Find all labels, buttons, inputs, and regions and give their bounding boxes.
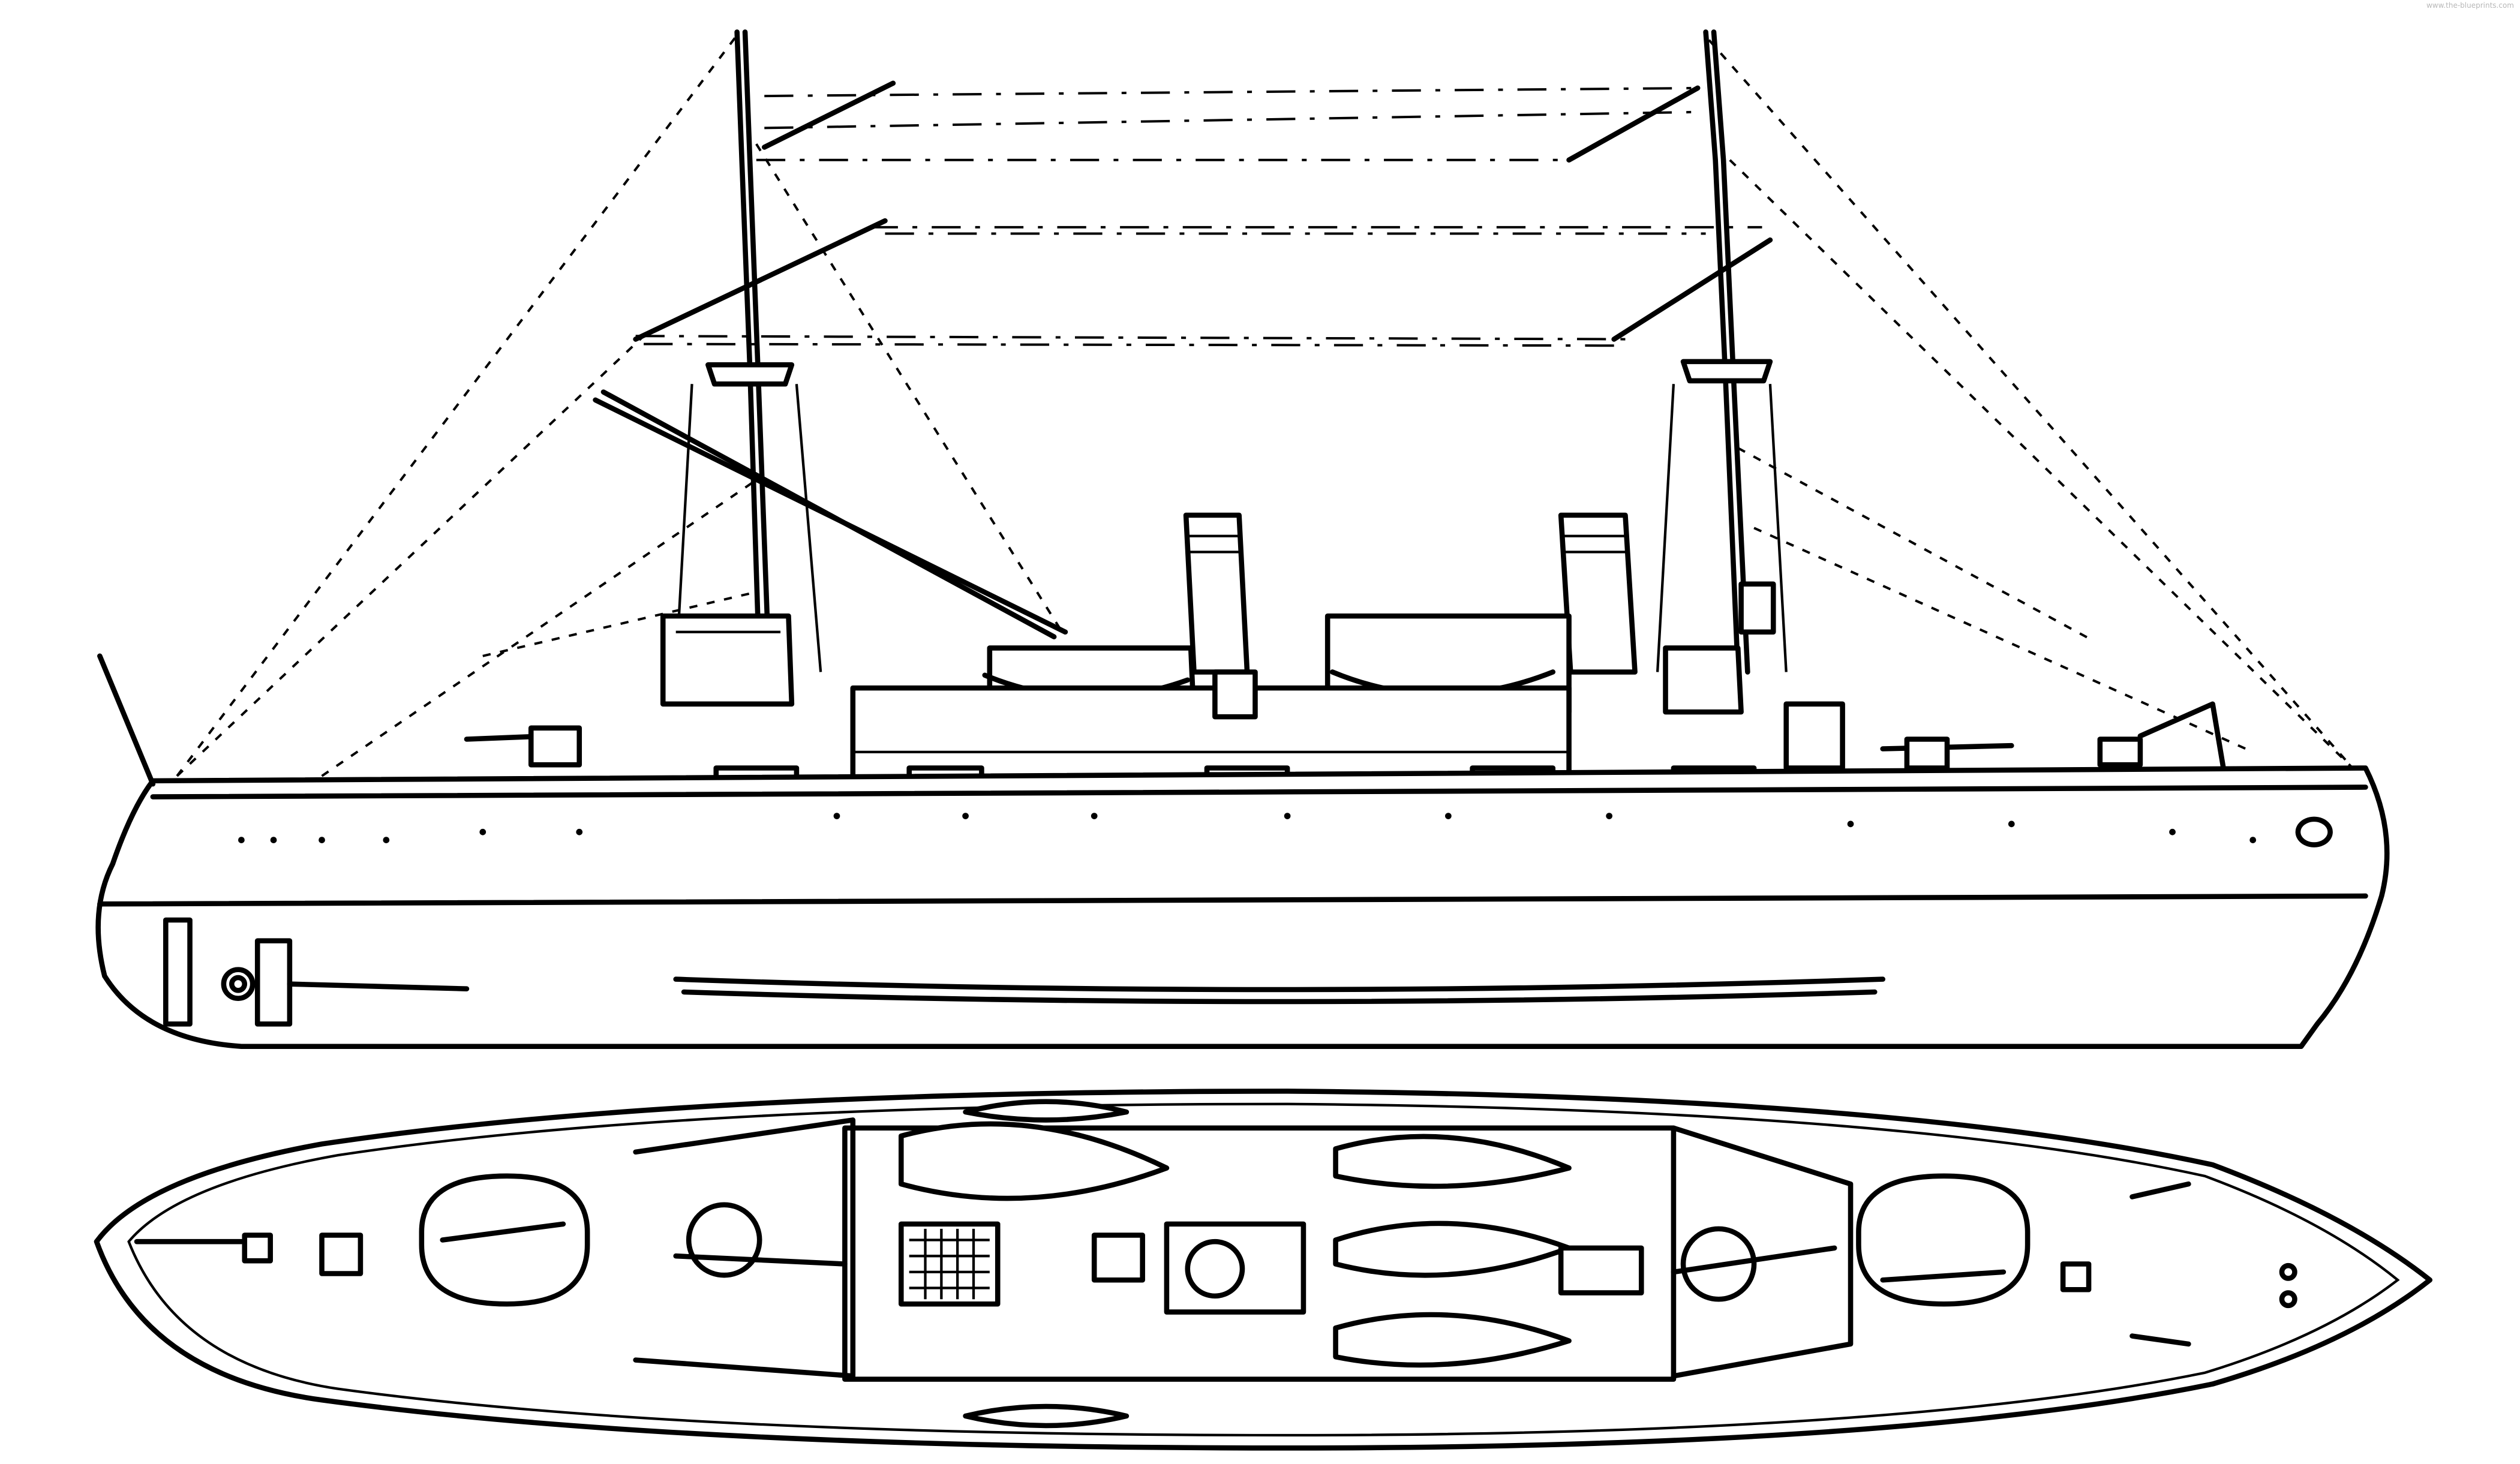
aerial-wires [633,80,1773,347]
bow-turret [1856,1173,2092,1307]
propeller-and-rudder [163,917,470,1027]
boats [898,1099,1572,1429]
plan-view [94,1089,2433,1451]
deck-fittings [898,1221,1644,1315]
superstructure [660,613,1845,787]
side-elevation [95,29,2390,1049]
plan-guns [633,1117,1854,1379]
funnels [1183,512,1638,675]
anchors [2129,1181,2297,1347]
main-mast [1656,29,1788,675]
portholes [238,813,2257,843]
rigging [176,34,2354,777]
hull [95,653,2390,1049]
watermark-text: www.the-blueprints.com [2426,1,2514,10]
stern-turret [242,1173,590,1307]
fore-mast [593,29,1068,675]
